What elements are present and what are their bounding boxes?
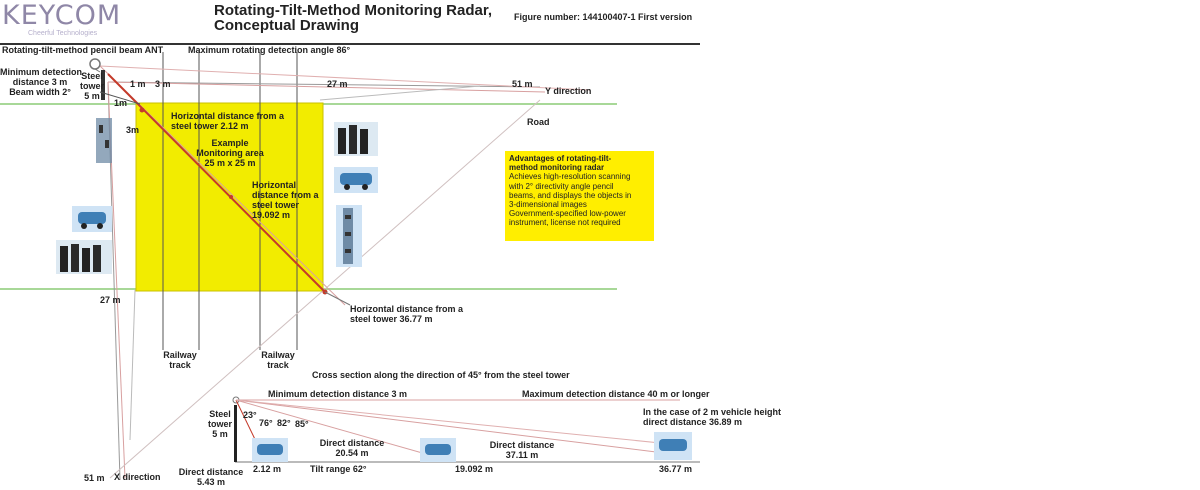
dist-3m-side-label: 3m — [126, 125, 140, 135]
advantages-heading-2: method monitoring radar — [509, 163, 605, 173]
direct-distance-3711-label: Direct distance 37.11 m — [489, 440, 555, 460]
advantages-line: beams, and displays the objects in — [509, 190, 632, 200]
guide-27-left — [129, 289, 136, 441]
title-line-1: Rotating-Tilt-Method Monitoring Radar, — [214, 2, 493, 19]
vehicle-case-label: In the case of 2 m vehicle height direct… — [643, 407, 782, 427]
direct-distance-543-label: Direct distance 5.43 m — [178, 467, 244, 487]
dist-27m-top-label: 27 m — [327, 79, 348, 89]
dist-51m-bottom-label: 51 m — [84, 473, 105, 483]
horizontal-distance-19092-label: Horizontal distance from a steel tower 1… — [252, 180, 319, 220]
structure-icon-left — [96, 118, 112, 163]
section-max-detection-label: Maximum detection distance 40 m or longe… — [522, 389, 710, 399]
guide-27-top — [319, 85, 481, 101]
car-icon-section-2 — [420, 438, 456, 462]
steel-tower-section-icon — [234, 405, 237, 462]
advantages-box: Advantages of rotating-tilt- method moni… — [505, 151, 654, 241]
road-label: Road — [527, 117, 550, 127]
x-direction-label: X direction — [114, 472, 161, 482]
car-icon-left — [72, 206, 112, 232]
antenna-label: Rotating-tilt-method pencil beam ANT — [2, 45, 164, 55]
people-icon-left — [56, 240, 112, 274]
angle-82-label: 82° — [277, 418, 291, 428]
steel-tower-plan-icon — [101, 70, 105, 100]
antenna-icon — [89, 58, 101, 70]
angle-85-label: 85° — [295, 419, 309, 429]
advantages-line: instrument, license not required — [509, 218, 621, 228]
dist-1m-label: 1 m — [130, 79, 146, 89]
structure-icon-right — [336, 205, 362, 267]
section-beam-4 — [235, 399, 681, 446]
advantages-line: Government-specified low-power — [509, 209, 626, 219]
section-beam-2 — [235, 399, 441, 459]
advantages-line: 3-dimensional images — [509, 200, 587, 210]
dist-3m-label: 3 m — [155, 79, 171, 89]
dist-212-label: 2.12 m — [253, 464, 282, 474]
diag-long-3 — [109, 99, 541, 479]
car-icon-section-1 — [252, 438, 288, 462]
min-detection-label: Minimum detection distance 3 m Beam widt… — [0, 67, 83, 97]
dist-51m-top-label: 51 m — [512, 79, 533, 89]
example-area-label: Example Monitoring area 25 m x 25 m — [196, 138, 264, 168]
advantages-line: with 2° directivity angle pencil — [509, 181, 614, 191]
horizontal-distance-3677-label: Horizontal distance from a steel tower 3… — [350, 304, 464, 324]
logo-tagline: Cheerful Technologies — [28, 30, 98, 37]
dist-27m-left-label: 27 m — [100, 295, 121, 305]
car-icon-section-3 — [654, 432, 692, 460]
people-icon-right — [334, 122, 378, 156]
beam-edge-top — [107, 81, 546, 93]
max-rotating-angle-label: Maximum rotating detection angle 86° — [188, 45, 351, 55]
diag-long-1 — [99, 65, 591, 91]
dist-3677-label: 36.77 m — [659, 464, 693, 474]
dist-19092-label: 19.092 m — [455, 464, 494, 474]
tower-1m-guide — [99, 91, 141, 105]
y-direction-label: Y direction — [545, 86, 592, 96]
advantages-line: Achieves high-resolution scanning — [509, 172, 631, 182]
advantages-heading-1: Advantages of rotating-tilt- — [509, 154, 612, 163]
car-icon-right — [334, 167, 378, 193]
title-line-2: Conceptual Drawing — [214, 17, 360, 34]
beam-point-19092 — [229, 195, 233, 199]
angle-23-label: 23° — [243, 410, 257, 420]
steel-tower-label: Steel tower 5 m — [80, 71, 105, 101]
section-min-detection-label: Minimum detection distance 3 m — [268, 389, 408, 399]
section-steel-tower-label: Steel tower 5 m — [207, 409, 232, 439]
railway-track-2-label: Railway track — [261, 350, 295, 370]
section-beam-3 — [235, 399, 681, 456]
leader-3677 — [324, 291, 351, 306]
section-caption: Cross section along the direction of 45°… — [312, 370, 570, 380]
tilt-range-label: Tilt range 62° — [310, 464, 367, 474]
angle-76-label: 76° — [259, 418, 273, 428]
figure-number: Figure number: 144100407-1 First version — [514, 12, 693, 22]
beam-point-212 — [139, 107, 145, 113]
keycom-logo: KEYCOM — [2, 0, 122, 31]
direct-distance-2054-label: Direct distance 20.54 m — [319, 438, 385, 458]
dist-1m-side-label: 1m — [114, 98, 128, 108]
antenna-mount — [94, 68, 101, 73]
railway-track-1-label: Railway track — [163, 350, 197, 370]
page-title: Rotating-Tilt-Method Monitoring Radar, C… — [214, 3, 492, 33]
y-axis-guide — [107, 81, 541, 88]
horizontal-distance-212-label: Horizontal distance from a steel tower 2… — [171, 111, 285, 131]
